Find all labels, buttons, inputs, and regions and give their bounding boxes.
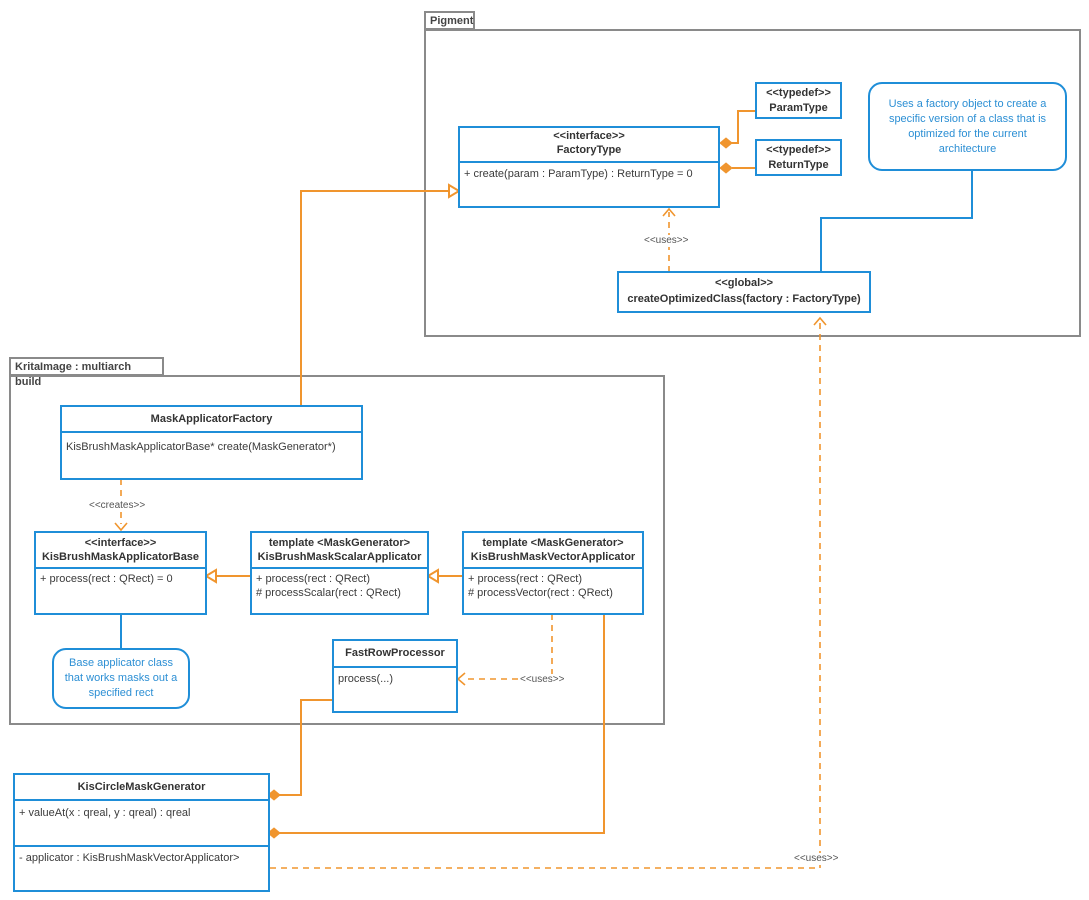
realization-factory-line [300,190,450,406]
composition-vector-line [278,614,605,834]
fast-row-processor-name: FastRowProcessor [345,647,445,659]
note-factory: Uses a factory object to create a specif… [868,82,1067,171]
vector-applicator-member-process-vector: # processVector(rect : QRect) [468,587,613,599]
package-kritaimage-tab: KritaImage : multiarch build [9,357,164,388]
factory-type-divider [460,161,718,163]
realization-arrowhead-factory [448,183,461,199]
create-optimized-class-stereotype: <<global>> [714,277,774,289]
dependency-arrowhead-creates [114,522,128,532]
package-kritaimage [9,375,665,725]
class-param-type[interactable]: <<typedef>> ParamType [755,82,842,119]
package-pigment [424,29,1081,337]
return-type-name: ReturnType [768,159,829,171]
class-fast-row-processor[interactable]: FastRowProcessor process(...) [332,639,458,713]
composition-fastrow-line [278,699,333,796]
param-type-name: ParamType [769,102,828,114]
factory-type-member: + create(param : ParamType) : ReturnType… [464,168,693,180]
dependency-arrowhead-top [662,207,676,217]
package-pigment-tab: Pigment [424,11,475,30]
class-vector-applicator[interactable]: template <MaskGenerator> KisBrushMaskVec… [462,531,644,615]
return-type-stereotype: <<typedef>> [766,144,831,156]
scalar-applicator-member-process-scalar: # processScalar(rect : QRect) [256,587,401,599]
fast-row-processor-member: process(...) [338,673,394,685]
factory-type-stereotype: <<interface>> [553,130,625,142]
dependency-arrowhead-bottom [813,316,827,326]
mask-applicator-factory-name: MaskApplicatorFactory [150,413,273,425]
dependency-arrowhead-middle [456,672,466,686]
vector-applicator-name: KisBrushMaskVectorApplicator [470,551,636,563]
composition-diamond-returntype [719,162,733,174]
scalar-applicator-divider [252,567,427,569]
circle-mask-generator-name: KisCircleMaskGenerator [77,781,206,793]
applicator-base-divider [36,567,205,569]
label-uses-top: <<uses>> [642,235,691,247]
circle-mask-generator-divider-bottom [15,845,268,847]
composition-diamond-fastrow [267,789,281,801]
scalar-applicator-member-process: + process(rect : QRect) [256,573,371,585]
applicator-base-member: + process(rect : QRect) = 0 [40,573,173,585]
class-return-type[interactable]: <<typedef>> ReturnType [755,139,842,176]
note-base: Base applicator class that works masks o… [52,648,190,709]
dependency-uses-bottom [270,322,821,869]
composition-paramtype-line [728,110,755,144]
class-applicator-base[interactable]: <<interface>> KisBrushMaskApplicatorBase… [34,531,207,615]
class-factory-type[interactable]: <<interface>> FactoryType + create(param… [458,126,720,208]
class-create-optimized-class[interactable]: <<global>> createOptimizedClass(factory … [617,271,871,313]
vector-applicator-divider [464,567,642,569]
composition-diamond-vector [267,827,281,839]
circle-mask-generator-member-applicator: - applicator : KisBrushMaskVectorApplica… [19,852,240,864]
realization-arrowhead-base [204,568,217,584]
applicator-base-name: KisBrushMaskApplicatorBase [41,551,200,563]
fast-row-processor-divider [334,666,456,668]
label-creates: <<creates>> [87,500,148,512]
class-circle-mask-generator[interactable]: KisCircleMaskGenerator + valueAt(x : qre… [13,773,270,892]
param-type-stereotype: <<typedef>> [766,87,831,99]
class-scalar-applicator[interactable]: template <MaskGenerator> KisBrushMaskSca… [250,531,429,615]
applicator-base-stereotype: <<interface>> [84,537,157,549]
circle-mask-generator-member-value-at: + valueAt(x : qreal, y : qreal) : qreal [19,807,191,819]
scalar-applicator-name: KisBrushMaskScalarApplicator [257,551,422,563]
vector-applicator-stereotype: template <MaskGenerator> [482,537,624,549]
realization-arrowhead-scalar [426,568,439,584]
scalar-applicator-stereotype: template <MaskGenerator> [268,537,411,549]
vector-applicator-member-process: + process(rect : QRect) [468,573,583,585]
circle-mask-generator-divider-top [15,799,268,801]
composition-diamond-paramtype [719,137,733,149]
factory-type-name: FactoryType [556,144,622,156]
class-mask-applicator-factory[interactable]: MaskApplicatorFactory KisBrushMaskApplic… [60,405,363,480]
mask-applicator-factory-divider [62,431,361,433]
label-uses-bottom: <<uses>> [792,853,841,865]
mask-applicator-factory-member: KisBrushMaskApplicatorBase* create(MaskG… [66,441,336,453]
dependency-uses-middle [465,614,553,680]
note-anchor-factory [820,170,973,271]
create-optimized-class-name: createOptimizedClass(factory : FactoryTy… [627,293,861,305]
label-uses-middle: <<uses>> [518,674,567,686]
